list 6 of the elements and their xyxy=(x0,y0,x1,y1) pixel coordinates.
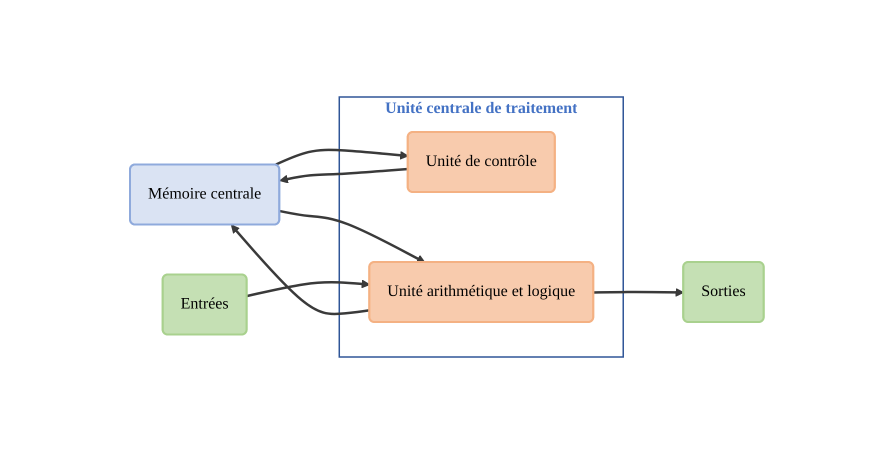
arrow xyxy=(230,224,370,316)
arrow xyxy=(274,148,408,166)
arrow xyxy=(279,210,426,263)
arrow xyxy=(593,288,684,297)
arrow xyxy=(279,168,408,184)
arrow xyxy=(246,280,370,298)
